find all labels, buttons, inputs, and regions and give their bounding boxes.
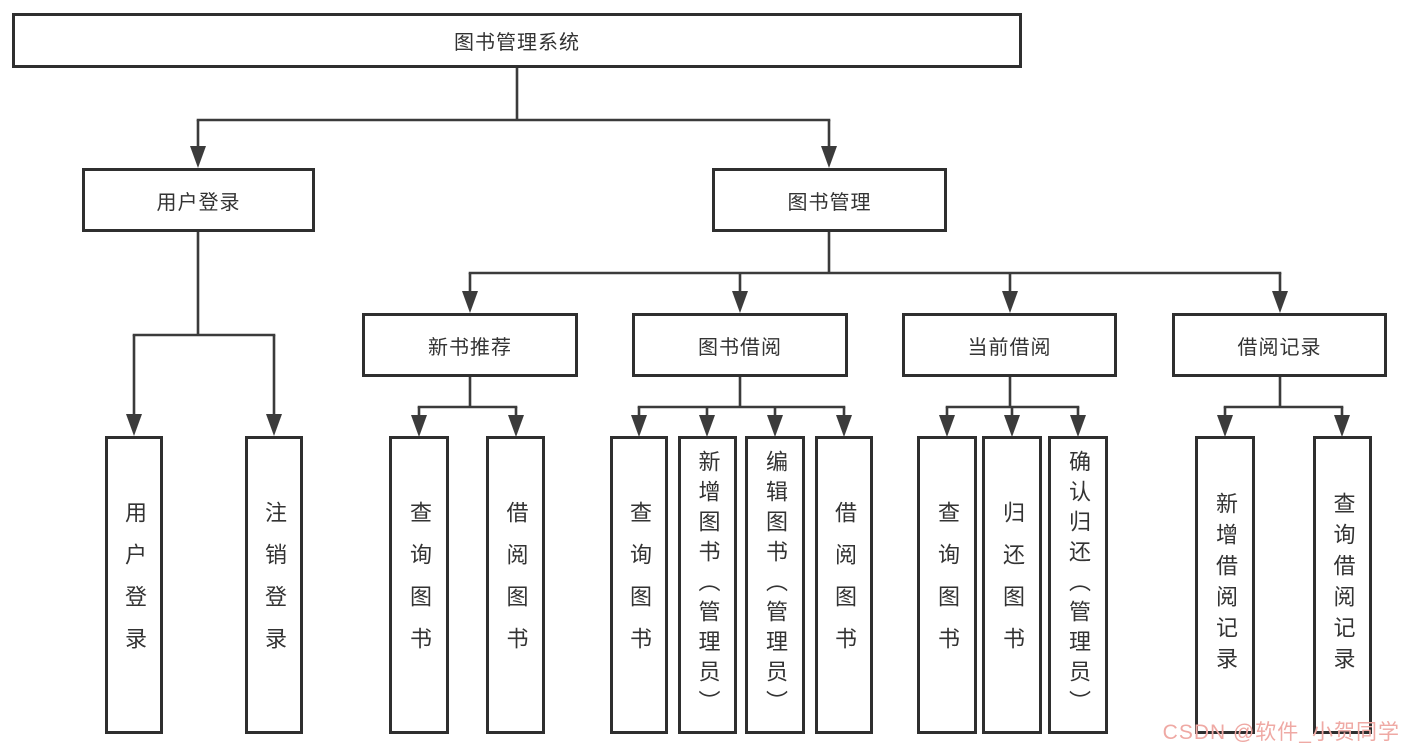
leaf-query-books-1-label: 查询图书 (407, 501, 432, 669)
node-new-book-recommend: 新书推荐 (362, 313, 578, 377)
leaf-user-login-label: 用户登录 (122, 501, 147, 669)
leaf-edit-books-admin: 编辑图书（管理员） (745, 436, 805, 734)
csdn-watermark: CSDN @软件_小贺同学 (1162, 721, 1400, 744)
leaf-edit-books-admin-label: 编辑图书（管理员） (763, 450, 788, 720)
leaf-borrow-books-1: 借阅图书 (486, 436, 545, 734)
node-book-management-label: 图书管理 (787, 191, 872, 214)
leaf-query-books-2: 查询图书 (610, 436, 668, 734)
leaf-confirm-return-admin: 确认归还（管理员） (1048, 436, 1108, 734)
leaf-add-books-admin-label: 新增图书（管理员） (695, 450, 721, 720)
leaf-return-books-label: 归还图书 (1000, 501, 1025, 669)
leaf-add-borrow-record-label: 新增借阅记录 (1213, 492, 1238, 678)
leaf-logout-label: 注销登录 (262, 501, 287, 669)
leaf-query-books-3-label: 查询图书 (935, 501, 960, 669)
leaf-query-borrow-record-label: 查询借阅记录 (1330, 492, 1356, 678)
leaf-query-borrow-record: 查询借阅记录 (1313, 436, 1372, 734)
leaf-logout: 注销登录 (245, 436, 303, 734)
node-current-borrow-label: 当前借阅 (967, 336, 1052, 359)
leaf-confirm-return-admin-label: 确认归还（管理员） (1066, 450, 1091, 720)
leaf-query-books-1: 查询图书 (389, 436, 449, 734)
node-book-borrow: 图书借阅 (632, 313, 848, 377)
node-borrow-records: 借阅记录 (1172, 313, 1387, 377)
leaf-user-login: 用户登录 (105, 436, 163, 734)
node-new-book-recommend-label: 新书推荐 (428, 336, 512, 359)
node-root: 图书管理系统 (12, 13, 1022, 68)
leaf-query-books-2-label: 查询图书 (627, 501, 652, 669)
leaf-add-books-admin: 新增图书（管理员） (678, 436, 737, 734)
node-book-management: 图书管理 (712, 168, 947, 232)
leaf-return-books: 归还图书 (982, 436, 1042, 734)
node-user-login: 用户登录 (82, 168, 315, 232)
leaf-add-borrow-record: 新增借阅记录 (1195, 436, 1255, 734)
node-current-borrow: 当前借阅 (902, 313, 1117, 377)
leaf-query-books-3: 查询图书 (917, 436, 977, 734)
node-root-label: 图书管理系统 (454, 32, 580, 54)
node-borrow-records-label: 借阅记录 (1237, 336, 1322, 359)
node-book-borrow-label: 图书借阅 (698, 336, 782, 359)
leaf-borrow-books-2-label: 借阅图书 (832, 501, 857, 669)
leaf-borrow-books-2: 借阅图书 (815, 436, 873, 734)
node-user-login-label: 用户登录 (156, 191, 241, 214)
leaf-borrow-books-1-label: 借阅图书 (503, 501, 529, 669)
